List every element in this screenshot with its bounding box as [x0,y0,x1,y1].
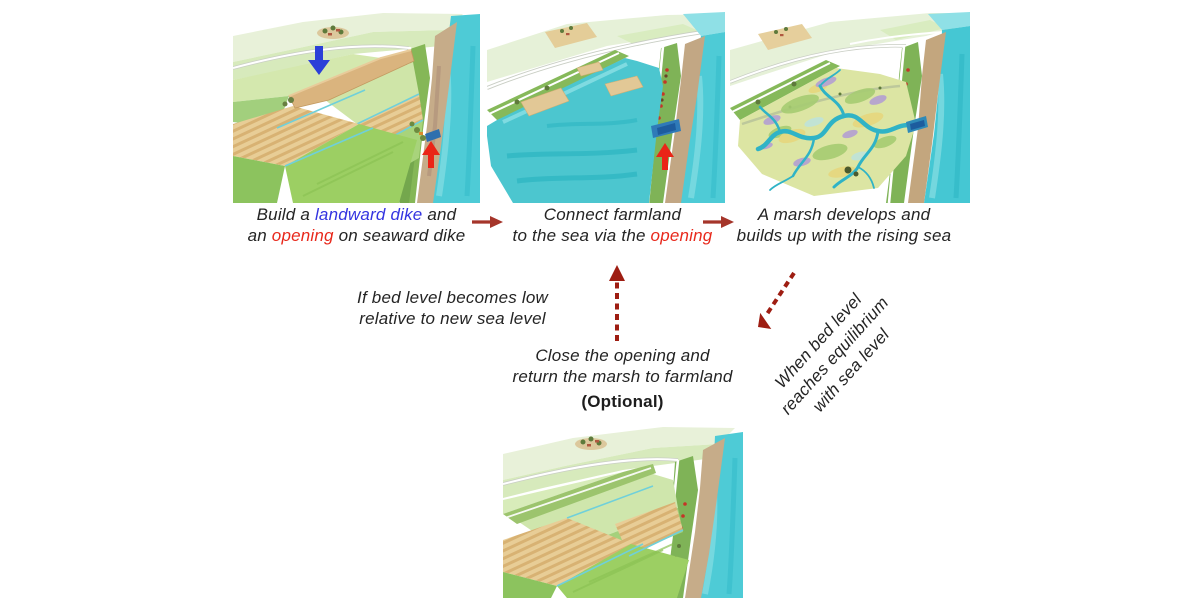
horizon-fields [503,427,735,498]
flow-right-arrow-icon-2 [703,216,734,228]
caption-close-line2: return the marsh to farmland [470,366,775,387]
sea [924,12,970,203]
label-reopen-line1: If bed level becomes low [340,287,565,308]
landward-dike-highlight: landward dike [314,205,423,224]
opening-highlight: opening [650,226,713,245]
caption-step1-line2: an opening on seaward dike [229,225,484,246]
caption-step3: A marsh develops and builds up with the … [716,204,972,246]
caption-text: to the sea via the [512,226,651,245]
tidal-creeks [755,69,917,191]
caption-step1-line1: Build a landward dike and [229,204,484,225]
label-reopen-line2: relative to new sea level [340,308,565,329]
caption-text: builds up with the rising sea [736,226,952,245]
illustration-step3-marsh-develops [730,12,970,203]
optional-note-text: (Optional) [581,392,664,411]
caption-text: Connect farmland [543,205,682,224]
caption-text: and [422,205,457,224]
hamlet [575,436,607,450]
dike-opening [651,119,681,138]
caption-step2-line2: to the sea via the opening [495,225,730,246]
flood-water [487,58,663,203]
beach [665,36,705,203]
beach [685,438,725,598]
caption-text: Close the opening and [535,346,710,365]
landward-dike [282,49,415,109]
horizon-fields [487,14,725,90]
caption-text: If bed level becomes low [357,288,548,307]
dashed-up-arrow-icon [609,265,625,341]
caption-text: Build a [256,205,315,224]
illustration-step1-farmland-new-dike [233,13,480,203]
fields-landward [233,54,417,203]
horizon-fields [730,13,970,86]
caption-step3-line1: A marsh develops and [716,204,972,225]
hamlet [317,25,349,39]
illustration-step4-restored-farmland [503,427,743,598]
caption-text: an [247,226,272,245]
caption-step1: Build a landward dike and an opening on … [229,204,484,246]
caption-close-line1: Close the opening and [470,345,775,366]
landward-dike [730,60,840,120]
marsh [738,68,917,196]
caption-text: return the marsh to farmland [512,367,733,386]
caption-text: A marsh develops and [757,205,931,224]
dike-opening [906,116,928,133]
red-up-arrow-icon [656,143,674,170]
caption-text: relative to new sea level [359,309,546,328]
opening-highlight: opening [271,226,334,245]
caption-step3-line2: builds up with the rising sea [716,225,972,246]
landward-dike [503,464,656,524]
illustration-step2-flooded-farmland [487,12,725,203]
construction-opening [409,121,441,142]
caption-close-opening: Close the opening and return the marsh t… [470,345,775,387]
caption-step2-line1: Connect farmland [495,204,730,225]
caption-step2: Connect farmland to the sea via the open… [495,204,730,246]
caption-text: on seaward dike [333,226,466,245]
red-up-arrow-icon [422,141,440,168]
flow-right-arrow-icon-1 [472,216,503,228]
optional-note: (Optional) [470,391,775,412]
beach [908,32,946,203]
label-reopen-condition: If bed level becomes low relative to new… [340,287,565,329]
dashed-down-left-arrow-icon [758,271,796,329]
blue-down-arrow-icon [308,46,330,75]
